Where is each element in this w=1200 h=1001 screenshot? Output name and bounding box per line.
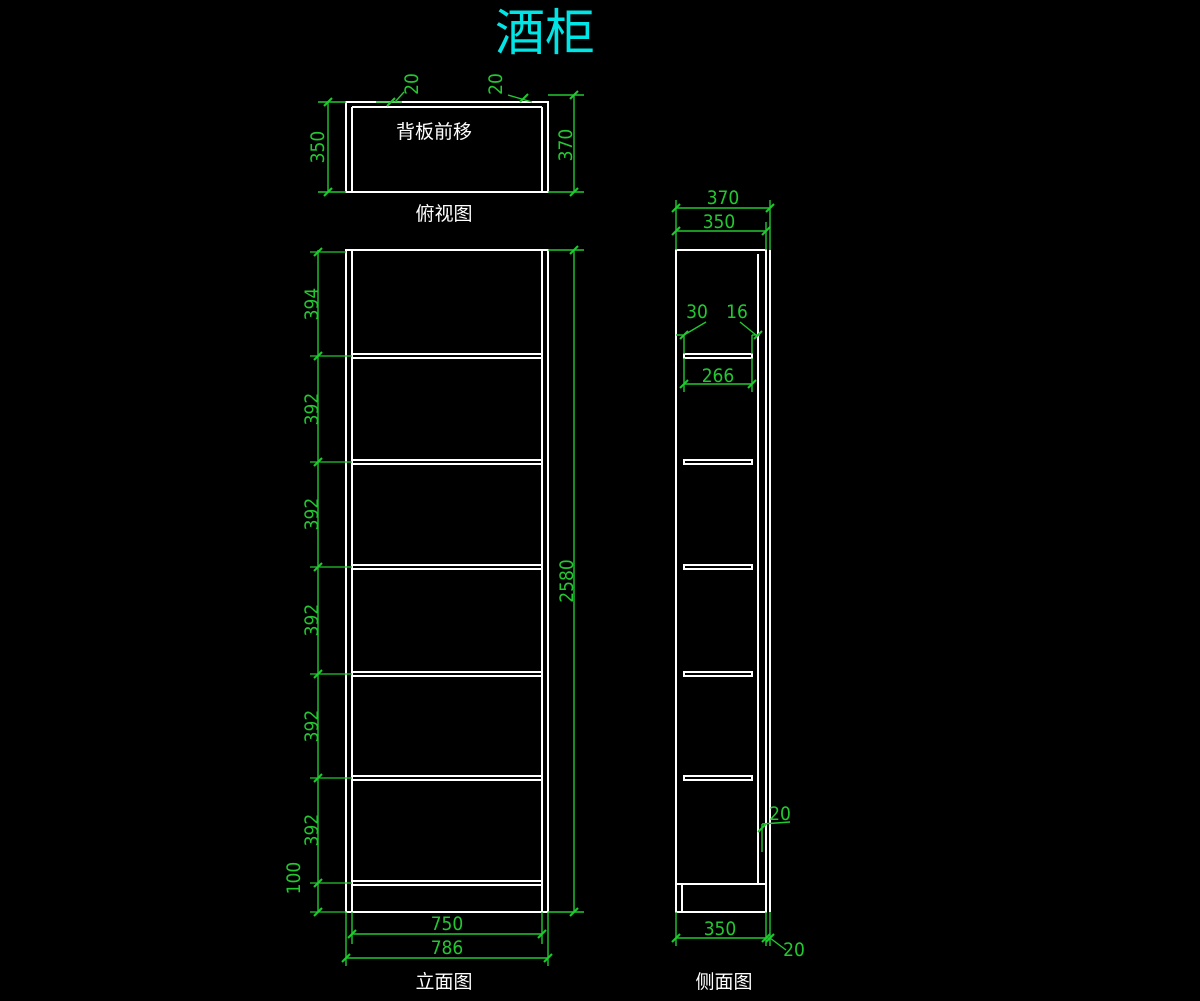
front-view-dim-section-3: 392: [301, 498, 323, 531]
side-view-dim-shelf-front: 30: [686, 301, 708, 323]
front-view: 394 392 392 392 392 392 100 2580 750 786…: [283, 245, 584, 993]
front-view-outline: [345, 249, 549, 913]
top-view-dim-20-left: 20: [401, 73, 423, 95]
front-view-dim-section-4: 392: [301, 604, 323, 637]
front-view-dim-section-5: 392: [301, 710, 323, 743]
side-view: 370 350 30 16 266 20: [671, 187, 805, 993]
front-view-dim-total-height: 2580: [556, 559, 578, 603]
front-view-label: 立面图: [415, 971, 472, 993]
top-view-outline: [345, 101, 549, 193]
top-view-dim-350: 350: [307, 131, 329, 164]
front-view-dim-section-6: 392: [301, 814, 323, 847]
top-view: 背板前移 350 370 20 20 俯视图: [307, 73, 584, 225]
front-view-dim-outer-width: 786: [431, 937, 464, 959]
side-view-dim-back-thickness: 20: [783, 939, 805, 961]
side-view-dim-base-depth: 350: [704, 918, 737, 940]
side-view-dim-shelf-depth: 266: [702, 365, 735, 387]
drawing-title: 酒柜: [495, 4, 595, 62]
side-view-dim-outer-depth: 370: [707, 187, 740, 209]
front-view-dim-section-2: 392: [301, 393, 323, 426]
side-view-outline: [675, 249, 767, 913]
top-view-label: 俯视图: [415, 203, 472, 225]
front-view-dim-inner-width: 750: [431, 913, 464, 935]
front-view-dim-section-1: 394: [301, 288, 323, 321]
side-view-dim-shelf-back: 16: [726, 301, 748, 323]
front-view-shelves: [351, 353, 543, 886]
side-view-dim-back-panel: 20: [769, 803, 791, 825]
side-view-shelves: [683, 353, 753, 781]
side-view-label: 侧面图: [695, 971, 752, 993]
top-view-dim-370: 370: [555, 129, 577, 162]
front-view-dim-base: 100: [283, 862, 305, 895]
side-view-dim-inner-depth: 350: [703, 211, 736, 233]
top-view-dim-20-right: 20: [485, 73, 507, 95]
top-view-note: 背板前移: [396, 121, 472, 143]
